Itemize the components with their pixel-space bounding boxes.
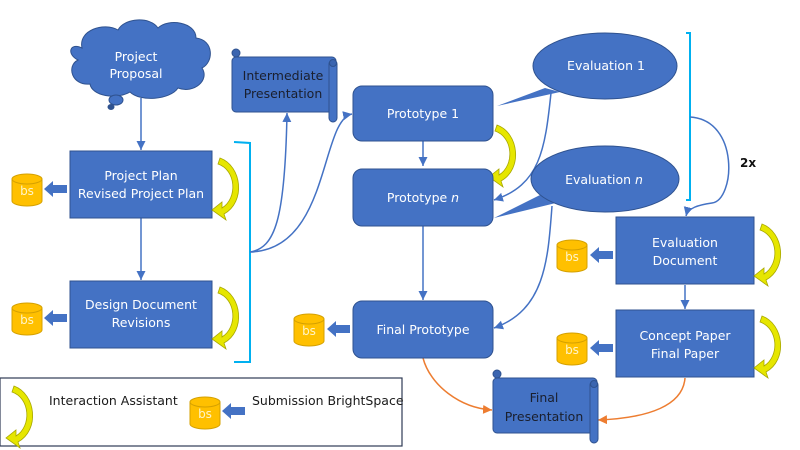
prototype-1-node: Prototype 1 (352, 85, 494, 142)
bs-label: bs (20, 184, 34, 198)
submit-arrow-icon (590, 247, 613, 263)
bs-label: bs (20, 313, 34, 327)
prototype-n-label: Prototype (387, 190, 451, 205)
connector-paper-to-presentation (597, 377, 686, 425)
final-presentation-line2: Presentation (505, 409, 584, 424)
design-document-node: Design Document Revisions (69, 280, 213, 349)
interaction-assistant-icon (211, 157, 240, 221)
project-proposal-line1: Project (115, 49, 158, 64)
project-plan-node: Project Plan Revised Project Plan (69, 150, 213, 219)
project-proposal-node: Project Proposal (70, 19, 211, 110)
prototype-n-italic: n (451, 190, 459, 205)
design-document-line2: Revisions (112, 315, 171, 330)
evaluation-n-italic: n (635, 172, 643, 187)
brightspace-db-legend-icon: bs (189, 396, 221, 430)
concept-paper-line2: Final Paper (651, 346, 720, 361)
connector-repeat-loop (683, 116, 730, 217)
connector-evaln-to-final (493, 205, 553, 330)
concept-paper-line1: Concept Paper (639, 328, 731, 343)
evaluation-1-callout: Evaluation 1 (497, 32, 678, 106)
connector-eval1-to-pn (493, 92, 552, 202)
brightspace-db-icon: bs (556, 332, 588, 366)
bs-label: bs (565, 343, 579, 357)
svg-text:Prototype n: Prototype n (387, 190, 459, 205)
evaluation-n-callout: Evaluation n (494, 145, 680, 218)
submit-arrow-icon (44, 310, 67, 326)
brightspace-db-icon: bs (293, 313, 325, 347)
interaction-assistant-icon (753, 223, 782, 287)
interaction-assistant-icon (211, 286, 240, 350)
project-plan-line1: Project Plan (104, 168, 177, 183)
submit-arrow-icon (590, 340, 613, 356)
design-document-line1: Design Document (85, 297, 197, 312)
legend: Interaction Assistant bs Submission Brig… (0, 377, 404, 449)
legend-interaction-assistant: Interaction Assistant (49, 393, 178, 408)
final-presentation-node: Final Presentation (492, 369, 599, 444)
brightspace-db-icon: bs (11, 302, 43, 336)
svg-text:Evaluation n: Evaluation n (565, 172, 643, 187)
final-presentation-line1: Final (530, 390, 559, 405)
connector-final-proto-to-presentation (422, 357, 493, 414)
submit-arrow-icon (327, 321, 350, 337)
prototype-n-node: Prototype n (352, 168, 494, 227)
bs-label: bs (302, 324, 316, 338)
final-prototype-label: Final Prototype (376, 322, 469, 337)
connector-to-intermediate (249, 112, 292, 253)
legend-submission: Submission BrightSpace (252, 393, 404, 408)
right-bracket (686, 32, 691, 201)
evaluation-document-node: Evaluation Document (615, 216, 755, 285)
brightspace-db-icon: bs (556, 239, 588, 273)
evaluation-1-label: Evaluation 1 (567, 58, 645, 73)
prototype-1-label: Prototype 1 (387, 106, 459, 121)
intermediate-presentation-node: Intermediate Presentation (231, 48, 338, 123)
evaluation-document-line2: Document (653, 253, 718, 268)
final-prototype-node: Final Prototype (352, 300, 494, 359)
evaluation-document-line1: Evaluation (652, 235, 718, 250)
bs-label: bs (565, 250, 579, 264)
intermediate-presentation-line2: Presentation (244, 86, 323, 101)
connector-to-prototype-1 (249, 111, 353, 253)
concept-paper-node: Concept Paper Final Paper (615, 309, 755, 378)
submit-arrow-icon (44, 181, 67, 197)
evaluation-n-label: Evaluation (565, 172, 635, 187)
brightspace-db-icon: bs (11, 173, 43, 207)
intermediate-presentation-line1: Intermediate (243, 68, 324, 83)
left-bracket (233, 141, 251, 363)
project-proposal-line2: Proposal (109, 66, 162, 81)
interaction-assistant-icon (753, 315, 782, 379)
project-plan-line2: Revised Project Plan (78, 186, 204, 201)
bs-label: bs (198, 407, 212, 421)
repeat-count-label: 2x (740, 156, 756, 170)
